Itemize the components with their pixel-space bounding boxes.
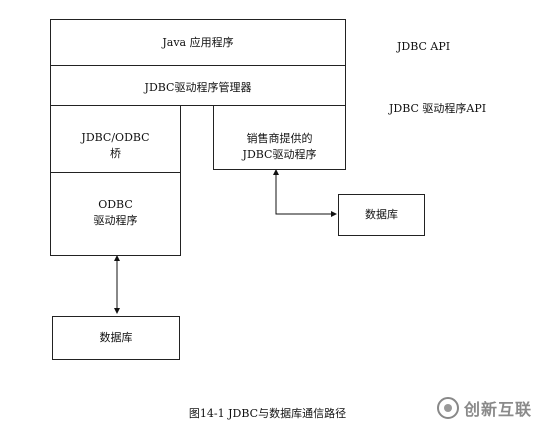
java-app-box (50, 19, 346, 66)
watermark-text: 创新互联 (464, 400, 533, 419)
vendor-driver-label-line1: 销售商提供的 (246, 132, 313, 145)
arrow-vendor-database (273, 169, 337, 217)
database-right-box (338, 194, 425, 236)
jdbc-driver-api-label: JDBC 驱动程序API (389, 102, 487, 115)
vendor-driver-label-line2: JDBC驱动程序 (242, 148, 317, 161)
odbc-driver-box (50, 172, 181, 256)
database-right-label: 数据库 (365, 208, 398, 221)
odbc-driver-label-line2: 驱动程序 (93, 214, 138, 227)
driver-manager-box (50, 65, 346, 106)
bridge-label-line2: 桥 (110, 147, 121, 160)
odbc-driver-label-line1: ODBC (98, 198, 133, 211)
driver-manager-label: JDBC驱动程序管理器 (144, 81, 252, 94)
bridge-label-line1: JDBC/ODBC (81, 131, 150, 144)
watermark: 创新互联 (437, 393, 535, 423)
database-bottom-label: 数据库 (99, 331, 133, 344)
jdbc-api-label: JDBC API (397, 40, 451, 53)
watermark-logo-icon (437, 397, 459, 419)
java-app-label: Java 应用程序 (162, 36, 234, 49)
figure-caption: 图14-1 JDBC与数据库通信路径 (188, 407, 347, 420)
database-bottom-box (52, 316, 180, 360)
vendor-driver-box (213, 105, 346, 170)
